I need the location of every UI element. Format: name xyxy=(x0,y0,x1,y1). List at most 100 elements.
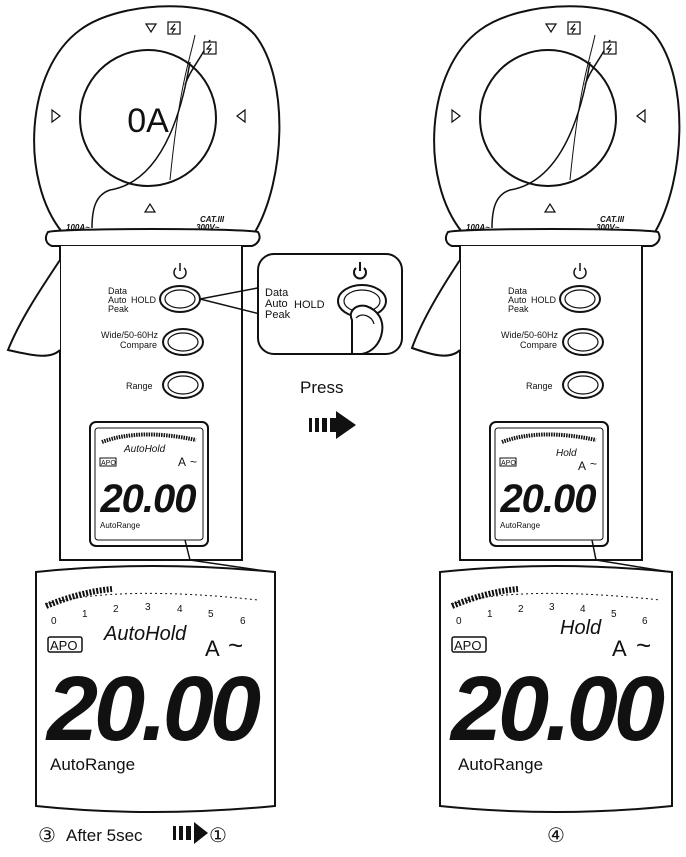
volt-rating-left: 300V~ xyxy=(196,223,220,232)
svg-text:5: 5 xyxy=(611,609,617,620)
wide-label-line2: Compare xyxy=(120,340,157,350)
svg-text:Peak: Peak xyxy=(508,304,529,314)
svg-text:~: ~ xyxy=(590,457,597,471)
svg-text:HOLD: HOLD xyxy=(294,299,325,311)
power-icon-callout xyxy=(353,262,367,280)
svg-text:APO: APO xyxy=(501,460,516,467)
hazard-icon-2 xyxy=(203,41,217,55)
svg-text:3: 3 xyxy=(549,602,555,613)
lcd-range-right: AutoRange xyxy=(458,755,543,774)
svg-text:2: 2 xyxy=(518,604,524,615)
finger-icon xyxy=(349,304,384,355)
cat-rating-right: CAT.III xyxy=(600,215,625,224)
power-icon-left xyxy=(173,263,187,280)
press-label: Press xyxy=(300,378,343,397)
svg-text:20.00: 20.00 xyxy=(499,477,596,521)
lcd-range-left: AutoRange xyxy=(50,755,135,774)
svg-text:HOLD: HOLD xyxy=(531,295,557,305)
lcd-ac-left: ~ xyxy=(228,630,243,660)
hazard-icon-r1 xyxy=(567,21,581,35)
svg-text:1: 1 xyxy=(487,609,493,620)
press-arrow-icon xyxy=(309,411,356,439)
lcd-value-right: 20.00 xyxy=(449,658,665,760)
hold-label-line3: Peak xyxy=(108,304,129,314)
meter-left: 0A 100A~ CAT.III 300V~ Data Auto Peak HO… xyxy=(6,5,281,847)
apo-box-right xyxy=(451,636,487,653)
svg-text:Compare: Compare xyxy=(520,340,557,350)
svg-text:APO: APO xyxy=(50,638,77,653)
small-lcd-left: AutoHold APO A ~ 20.00 AutoRange xyxy=(89,421,209,547)
svg-text:4: 4 xyxy=(177,604,183,615)
svg-text:Auto: Auto xyxy=(265,298,288,310)
svg-text:AutoRange: AutoRange xyxy=(500,521,541,530)
svg-text:Hold: Hold xyxy=(556,448,577,459)
hazard-icon-r2 xyxy=(603,41,617,55)
svg-text:A: A xyxy=(578,459,586,473)
caption-step-3: ③ xyxy=(38,825,56,847)
svg-text:6: 6 xyxy=(240,616,246,627)
jaw-arrow-bottom-icon xyxy=(143,202,157,213)
trigger-lever-right xyxy=(410,259,461,357)
svg-text:3: 3 xyxy=(145,602,151,613)
scale-ticks-right: 0 1 2 3 4 5 6 xyxy=(456,602,648,627)
large-lcd-right: 0 1 2 3 4 5 6 Hold APO A ~ 20.00 AutoRan… xyxy=(439,565,673,813)
hold-label-suffix: HOLD xyxy=(131,295,157,305)
small-lcd-right: Hold APO A ~ 20.00 AutoRange xyxy=(489,421,609,547)
caption-arrow-icon xyxy=(173,822,208,844)
hazard-icon-1 xyxy=(167,21,181,35)
jaw-arrow-left-icon xyxy=(51,108,61,124)
lcd-value-left: 20.00 xyxy=(45,658,261,760)
clamp-rating-left: 100A~ xyxy=(66,223,90,232)
large-lcd-left: 0 1 2 3 4 5 6 AutoHold APO A ~ 20.00 Aut… xyxy=(35,565,276,813)
trigger-lever-left xyxy=(6,259,61,357)
lcd-unit-left: A xyxy=(205,636,220,661)
power-icon-right xyxy=(573,263,587,280)
jaw-opening-left xyxy=(79,49,217,187)
svg-text:AutoRange: AutoRange xyxy=(100,521,141,530)
lcd-mode-right: Hold xyxy=(560,617,602,639)
lcd-ac-right: ~ xyxy=(636,630,651,660)
svg-text:Peak: Peak xyxy=(265,309,291,321)
svg-text:2: 2 xyxy=(113,604,119,615)
svg-text:20.00: 20.00 xyxy=(99,477,196,521)
svg-text:A: A xyxy=(178,455,186,469)
jaw-arrow-top-icon xyxy=(144,23,158,34)
svg-text:1: 1 xyxy=(82,609,88,620)
lcd-unit-right: A xyxy=(612,636,627,661)
wide-label-line1: Wide/50-60Hz xyxy=(101,330,159,340)
jaw-arrow-top-icon-r xyxy=(544,23,558,34)
svg-text:Range: Range xyxy=(526,381,553,391)
clamp-rating-right: 100A~ xyxy=(466,223,490,232)
jaw-reading-left: 0A xyxy=(127,102,169,140)
jaw-arrow-right-icon-r xyxy=(636,108,646,124)
svg-text:Wide/50-60Hz: Wide/50-60Hz xyxy=(501,330,559,340)
jaw-opening-right xyxy=(479,49,617,187)
scale-ticks-left: 0 1 2 3 4 5 6 xyxy=(51,602,246,627)
svg-text:Data: Data xyxy=(508,286,527,296)
svg-text:AutoHold: AutoHold xyxy=(123,444,166,455)
svg-text:~: ~ xyxy=(190,455,197,469)
volt-rating-right: 300V~ xyxy=(596,223,620,232)
svg-text:0: 0 xyxy=(456,616,462,627)
svg-text:0: 0 xyxy=(51,616,57,627)
lcd-mode-left: AutoHold xyxy=(103,623,187,645)
jaw-arrow-right-icon xyxy=(236,108,246,124)
caption-step-4: ④ xyxy=(547,825,565,847)
caption-after-5sec: After 5sec xyxy=(66,826,143,845)
meter-right: 100A~ CAT.III 300V~ Data Auto Peak HOLD … xyxy=(410,5,681,847)
svg-text:5: 5 xyxy=(208,609,214,620)
hold-callout: Data Auto Peak HOLD xyxy=(199,253,403,355)
jaw-arrow-bottom-icon-r xyxy=(543,202,557,213)
svg-text:Data: Data xyxy=(265,287,289,299)
apo-box-left xyxy=(47,636,83,653)
svg-text:Auto: Auto xyxy=(508,295,527,305)
hold-label-line1: Data xyxy=(108,286,127,296)
svg-text:APO: APO xyxy=(101,460,116,467)
jaw-arrow-left-icon-r xyxy=(451,108,461,124)
svg-text:APO: APO xyxy=(454,638,481,653)
range-label-left: Range xyxy=(126,381,153,391)
svg-text:4: 4 xyxy=(580,604,586,615)
hold-label-line2: Auto xyxy=(108,295,127,305)
caption-step-1: ① xyxy=(209,825,227,847)
